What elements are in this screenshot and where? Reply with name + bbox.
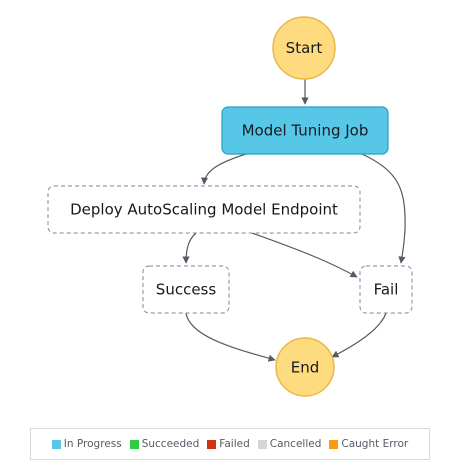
edge-success-to-end [185, 312, 276, 362]
caught-error-swatch [329, 439, 339, 449]
legend-label: Succeeded [141, 438, 200, 450]
edge-tuning-to-fail [361, 153, 406, 264]
cancelled-swatch [257, 439, 267, 449]
legend-item-failed: Failed [207, 438, 250, 450]
succeeded-swatch [129, 439, 139, 449]
status-legend: In Progress Succeeded Failed Cancelled C… [30, 428, 430, 460]
legend-item-cancelled: Cancelled [257, 438, 322, 450]
edge-deploy-to-fail [251, 232, 358, 278]
end-node[interactable]: End [275, 337, 335, 397]
legend-label: Cancelled [269, 438, 322, 450]
edge-fail-to-end [331, 312, 387, 358]
legend-item-succeeded: Succeeded [129, 438, 200, 450]
legend-label: Failed [219, 438, 250, 450]
end-node-label: End [291, 359, 320, 377]
start-node[interactable]: Start [272, 16, 336, 80]
edges [182, 78, 406, 362]
legend-label: In Progress [63, 438, 122, 450]
legend-item-caught-error: Caught Error [329, 438, 408, 450]
in-progress-swatch [51, 439, 61, 449]
fail-node-label: Fail [374, 281, 399, 299]
start-node-label: Start [286, 39, 323, 57]
edge-tuning-to-deploy [200, 153, 247, 185]
deploy-node[interactable]: Deploy AutoScaling Model Endpoint [47, 185, 361, 234]
legend-label: Caught Error [341, 438, 409, 450]
legend-item-in-progress: In Progress [51, 438, 122, 450]
deploy-node-label: Deploy AutoScaling Model Endpoint [70, 201, 338, 219]
success-node[interactable]: Success [142, 265, 230, 314]
edge-deploy-to-success [182, 232, 197, 264]
tuning-node[interactable]: Model Tuning Job [221, 106, 389, 155]
fail-node[interactable]: Fail [359, 265, 413, 314]
success-node-label: Success [156, 281, 217, 299]
failed-swatch [207, 439, 217, 449]
tuning-node-label: Model Tuning Job [242, 122, 369, 140]
